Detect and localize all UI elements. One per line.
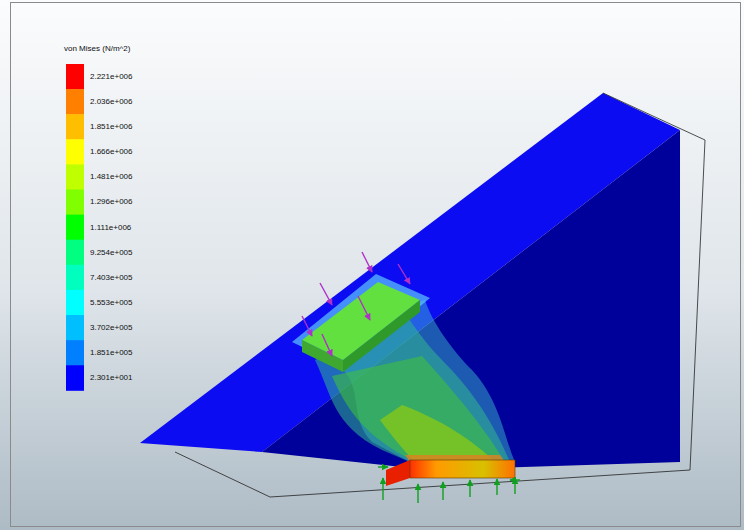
legend-labels: 2.221e+0062.036e+0061.851e+0061.666e+006…	[90, 64, 133, 390]
fixture-pad	[410, 460, 515, 478]
legend-swatch	[66, 89, 84, 115]
legend-value: 7.403e+005	[90, 265, 133, 290]
legend-swatch	[66, 365, 84, 391]
legend-value: 3.702e+005	[90, 315, 133, 340]
legend-swatch	[66, 164, 84, 190]
legend-value: 2.036e+006	[90, 89, 133, 114]
legend-swatch	[66, 190, 84, 216]
legend-swatch	[66, 315, 84, 341]
legend-swatch	[66, 265, 84, 291]
legend-swatch	[66, 340, 84, 366]
legend-value: 5.553e+005	[90, 290, 133, 315]
stress-zone	[332, 356, 505, 462]
legend-swatch	[66, 139, 84, 165]
load-pad	[343, 300, 420, 372]
legend-swatch	[66, 290, 84, 316]
fixture-arrows	[378, 467, 520, 503]
fixture-pad	[386, 460, 410, 486]
part-outline	[175, 93, 705, 497]
legend-title-box: von Mises (N/m^2)	[64, 44, 130, 53]
legend-value: 1.851e+006	[90, 114, 133, 139]
legend-value: 1.296e+006	[90, 189, 133, 214]
legend-swatch	[66, 64, 84, 90]
legend-value: 1.666e+006	[90, 139, 133, 164]
legend-value: 2.301e+001	[90, 365, 133, 390]
legend-value: 1.851e+005	[90, 340, 133, 365]
legend-value: 9.254e+005	[90, 240, 133, 265]
side-face	[262, 130, 680, 470]
legend-swatch	[66, 114, 84, 140]
fixture-pad	[410, 460, 515, 478]
load-pad	[302, 340, 343, 372]
stress-zone	[380, 405, 495, 462]
legend-value: 2.221e+006	[90, 64, 133, 89]
legend-title: von Mises (N/m^2)	[64, 44, 130, 53]
legend-value: 1.481e+006	[90, 164, 133, 189]
frame	[11, 3, 741, 527]
legend-swatch	[66, 215, 84, 241]
legend-value: 1.111e+006	[90, 215, 133, 240]
legend-swatch	[66, 240, 84, 266]
load-arrows	[302, 252, 410, 356]
